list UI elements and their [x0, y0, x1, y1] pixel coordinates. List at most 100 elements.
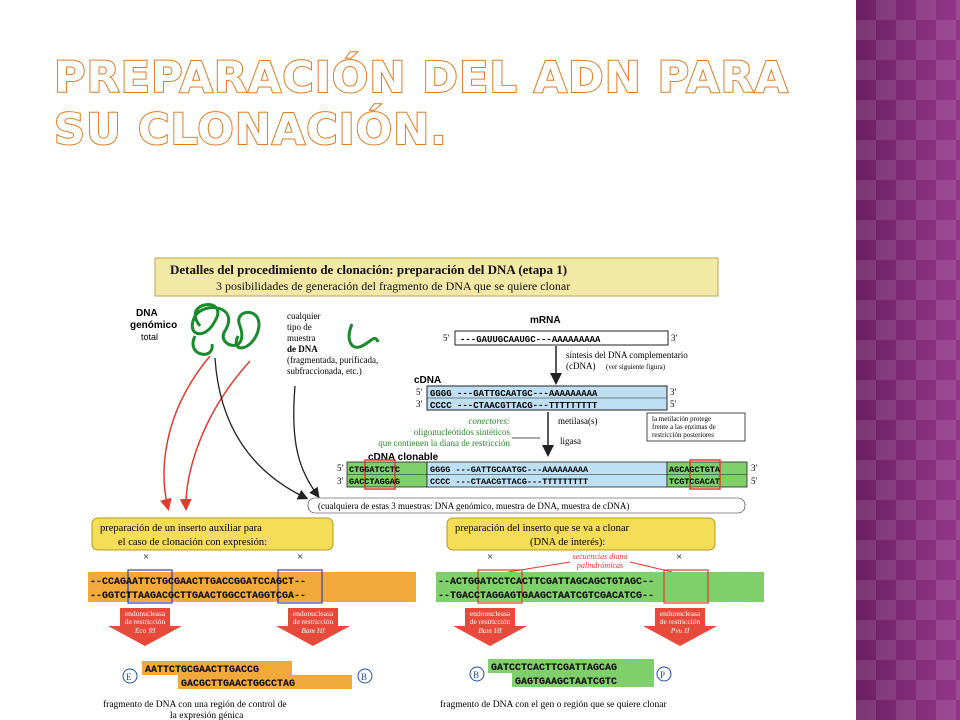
clonable-label: cDNA clonable — [368, 452, 439, 463]
genomic-label-2: genómico — [130, 320, 177, 331]
right-box — [446, 517, 716, 551]
left-bottom-strand: --GGTCTTAAGACGCTTGAACTGGCCTAGGTCGA-- — [90, 591, 306, 602]
svg-text:endonucleasa: endonucleasa — [660, 609, 701, 618]
conectores-label: conectores: oligonucleótidos sintéticos … — [378, 416, 510, 448]
red-arrow-genomic-left — [159, 355, 211, 511]
svg-text:muestra: muestra — [287, 333, 316, 343]
figure-header-subtitle: 3 posibilidades de generación del fragme… — [216, 279, 570, 293]
black-arrow-sample — [293, 385, 320, 499]
clonable-bottom-left: GACCTAGGAG — [349, 477, 400, 487]
right-top-strand: --ACTGGATCCTCACTTCGATTAGCAGCTGTAGC-- — [438, 577, 654, 588]
svg-text:(fragmentada, purificada,: (fragmentada, purificada, — [287, 355, 378, 365]
left-fragment-bottom: GACGCTTGAACTGGCCTAG — [181, 679, 295, 690]
right-marker-b-label: B — [473, 670, 479, 680]
svg-text:Bam HI: Bam HI — [478, 626, 502, 635]
svg-text:tipo de: tipo de — [287, 322, 312, 332]
svg-text:de restricción: de restricción — [293, 617, 334, 626]
clonable-3prime-top: 3' — [751, 463, 758, 473]
svg-text:de restricción: de restricción — [470, 617, 511, 626]
right-fragment-bottom-bg — [512, 673, 654, 687]
right-sequence-box — [436, 572, 764, 602]
genomic-dna-squiggle-2 — [191, 335, 214, 356]
clonable-bottom-right: TCGTCGACAT — [669, 477, 720, 487]
left-caption-2: la expresión génica — [170, 711, 244, 720]
svg-text:frente a las enzimas de: frente a las enzimas de — [652, 423, 716, 431]
left-site-bam — [277, 569, 323, 604]
metilasa-label: metilasa(s) — [558, 416, 598, 426]
svg-text:Pvu II: Pvu II — [670, 626, 690, 635]
clonable-site-left — [364, 459, 396, 490]
sample-label: cualquier tipo de muestra de DNA (fragme… — [287, 311, 378, 376]
palindromic-label: secuencias diana palindrómicas — [573, 552, 628, 570]
svg-text:subfraccionada, etc.): subfraccionada, etc.) — [287, 366, 362, 376]
black-arrow-genomic — [214, 357, 309, 500]
left-site-eco — [127, 569, 173, 604]
svg-text:endonucleasa: endonucleasa — [470, 609, 511, 618]
clonable-bottom-mid: CCCC ---CTAACGTTACG---TTTTTTTTT — [430, 477, 588, 487]
right-fragment-top-bg — [488, 659, 654, 673]
cdna-3prime-top: 3' — [670, 387, 677, 397]
left-enzyme1-arrow — [108, 608, 182, 646]
left-enzyme1-label: endonucleasa de restricción Eco RI — [125, 609, 166, 635]
right-site-bam — [477, 569, 523, 604]
ligasa-label: ligasa — [560, 436, 581, 446]
right-marker-b — [469, 666, 485, 682]
cdna-synthesis-note: (ver siguiente figura) — [606, 363, 666, 371]
left-marker-b — [357, 668, 373, 684]
left-box-line-2: el caso de clonación con expresión: — [118, 537, 267, 548]
red-arrow-genomic-right — [179, 360, 251, 511]
svg-text:endonucleasa: endonucleasa — [125, 609, 166, 618]
right-enzyme2-label: endonucleasa de restricción Pvu II — [660, 609, 701, 635]
cdna-synthesis-2: (cDNA) — [566, 361, 596, 371]
clonable-5prime: 5' — [337, 463, 344, 473]
right-fragment-top: GATCCTCACTTCGATTAGCAG — [491, 663, 617, 674]
right-marker-p-label: P — [660, 670, 665, 680]
samples-note: (cualquiera de estas 3 muestras: DNA gen… — [318, 501, 629, 511]
cdna-bottom-strand: CCCC ---CTAACGTTACG---TTTTTTTTT — [430, 401, 598, 411]
svg-text:oligonucleótidos sintéticos: oligonucleótidos sintéticos — [414, 427, 511, 437]
right-box-line-1: preparación del inserto que se va a clon… — [455, 523, 630, 534]
right-caption: fragmento de DNA con el gen o región que… — [440, 699, 667, 710]
left-fragment-bottom-bg — [178, 675, 352, 689]
left-caption-1: fragmento de DNA con una región de contr… — [103, 699, 287, 710]
metilasa-note: la metilación protege frente a las enzim… — [652, 415, 716, 439]
metilasa-note-box — [646, 412, 746, 442]
right-box-line-2: (DNA de interés): — [530, 537, 605, 548]
right-enzyme1-label: endonucleasa de restricción Bam HI — [470, 609, 511, 635]
left-cut-mark-1: × — [143, 551, 149, 563]
left-enzyme2-label: endonucleasa de restricción Bam HI — [293, 609, 334, 635]
mrna-sequence: ---GAUUGCAAUGC---AAAAAAAAA — [460, 335, 601, 345]
mrna-label: mRNA — [530, 315, 561, 326]
clonable-top-right: AGCAGCTGTA — [669, 465, 721, 475]
left-enzyme2-arrow — [276, 608, 350, 646]
left-sequence-box — [88, 572, 416, 602]
left-box-line-1: preparación de un inserto auxiliar para — [100, 523, 262, 534]
clonable-3prime-bottom: 3' — [337, 476, 344, 486]
svg-text:secuencias diana: secuencias diana — [573, 552, 628, 561]
svg-text:la metilación protege: la metilación protege — [652, 415, 711, 423]
cdna-top-strand: GGGG ---GATTGCAATGC---AAAAAAAAA — [430, 389, 598, 399]
svg-text:endonucleasa: endonucleasa — [293, 609, 334, 618]
right-enzyme2-arrow — [643, 608, 717, 646]
right-marker-p — [656, 666, 672, 682]
right-enzyme1-arrow — [453, 608, 527, 646]
svg-text:de DNA: de DNA — [287, 344, 318, 354]
svg-text:de restricción: de restricción — [125, 617, 166, 626]
left-marker-e — [122, 668, 138, 684]
svg-text:palindrómicas: palindrómicas — [576, 561, 623, 570]
left-marker-b-label: B — [361, 672, 367, 682]
genomic-label-1: DNA — [136, 308, 158, 319]
svg-text:cualquier: cualquier — [287, 311, 320, 321]
cdna-3prime-bottom: 3' — [416, 399, 423, 409]
sample-dna-squiggle — [347, 323, 380, 349]
left-cut-mark-2: × — [297, 551, 303, 563]
cdna-5prime: 5' — [416, 387, 423, 397]
svg-text:conectores:: conectores: — [468, 416, 510, 426]
clonable-5prime-bottom: 5' — [751, 476, 758, 486]
mrna-box — [454, 330, 669, 346]
svg-text:Eco RI: Eco RI — [134, 626, 156, 635]
clonable-top-mid: GGGG ---GATTGCAATGC---AAAAAAAAA — [430, 465, 589, 475]
right-cut-mark-2: × — [676, 551, 682, 563]
svg-text:Bam HI: Bam HI — [301, 626, 325, 635]
cloning-diagram: Detalles del procedimiento de clonación:… — [88, 257, 764, 720]
